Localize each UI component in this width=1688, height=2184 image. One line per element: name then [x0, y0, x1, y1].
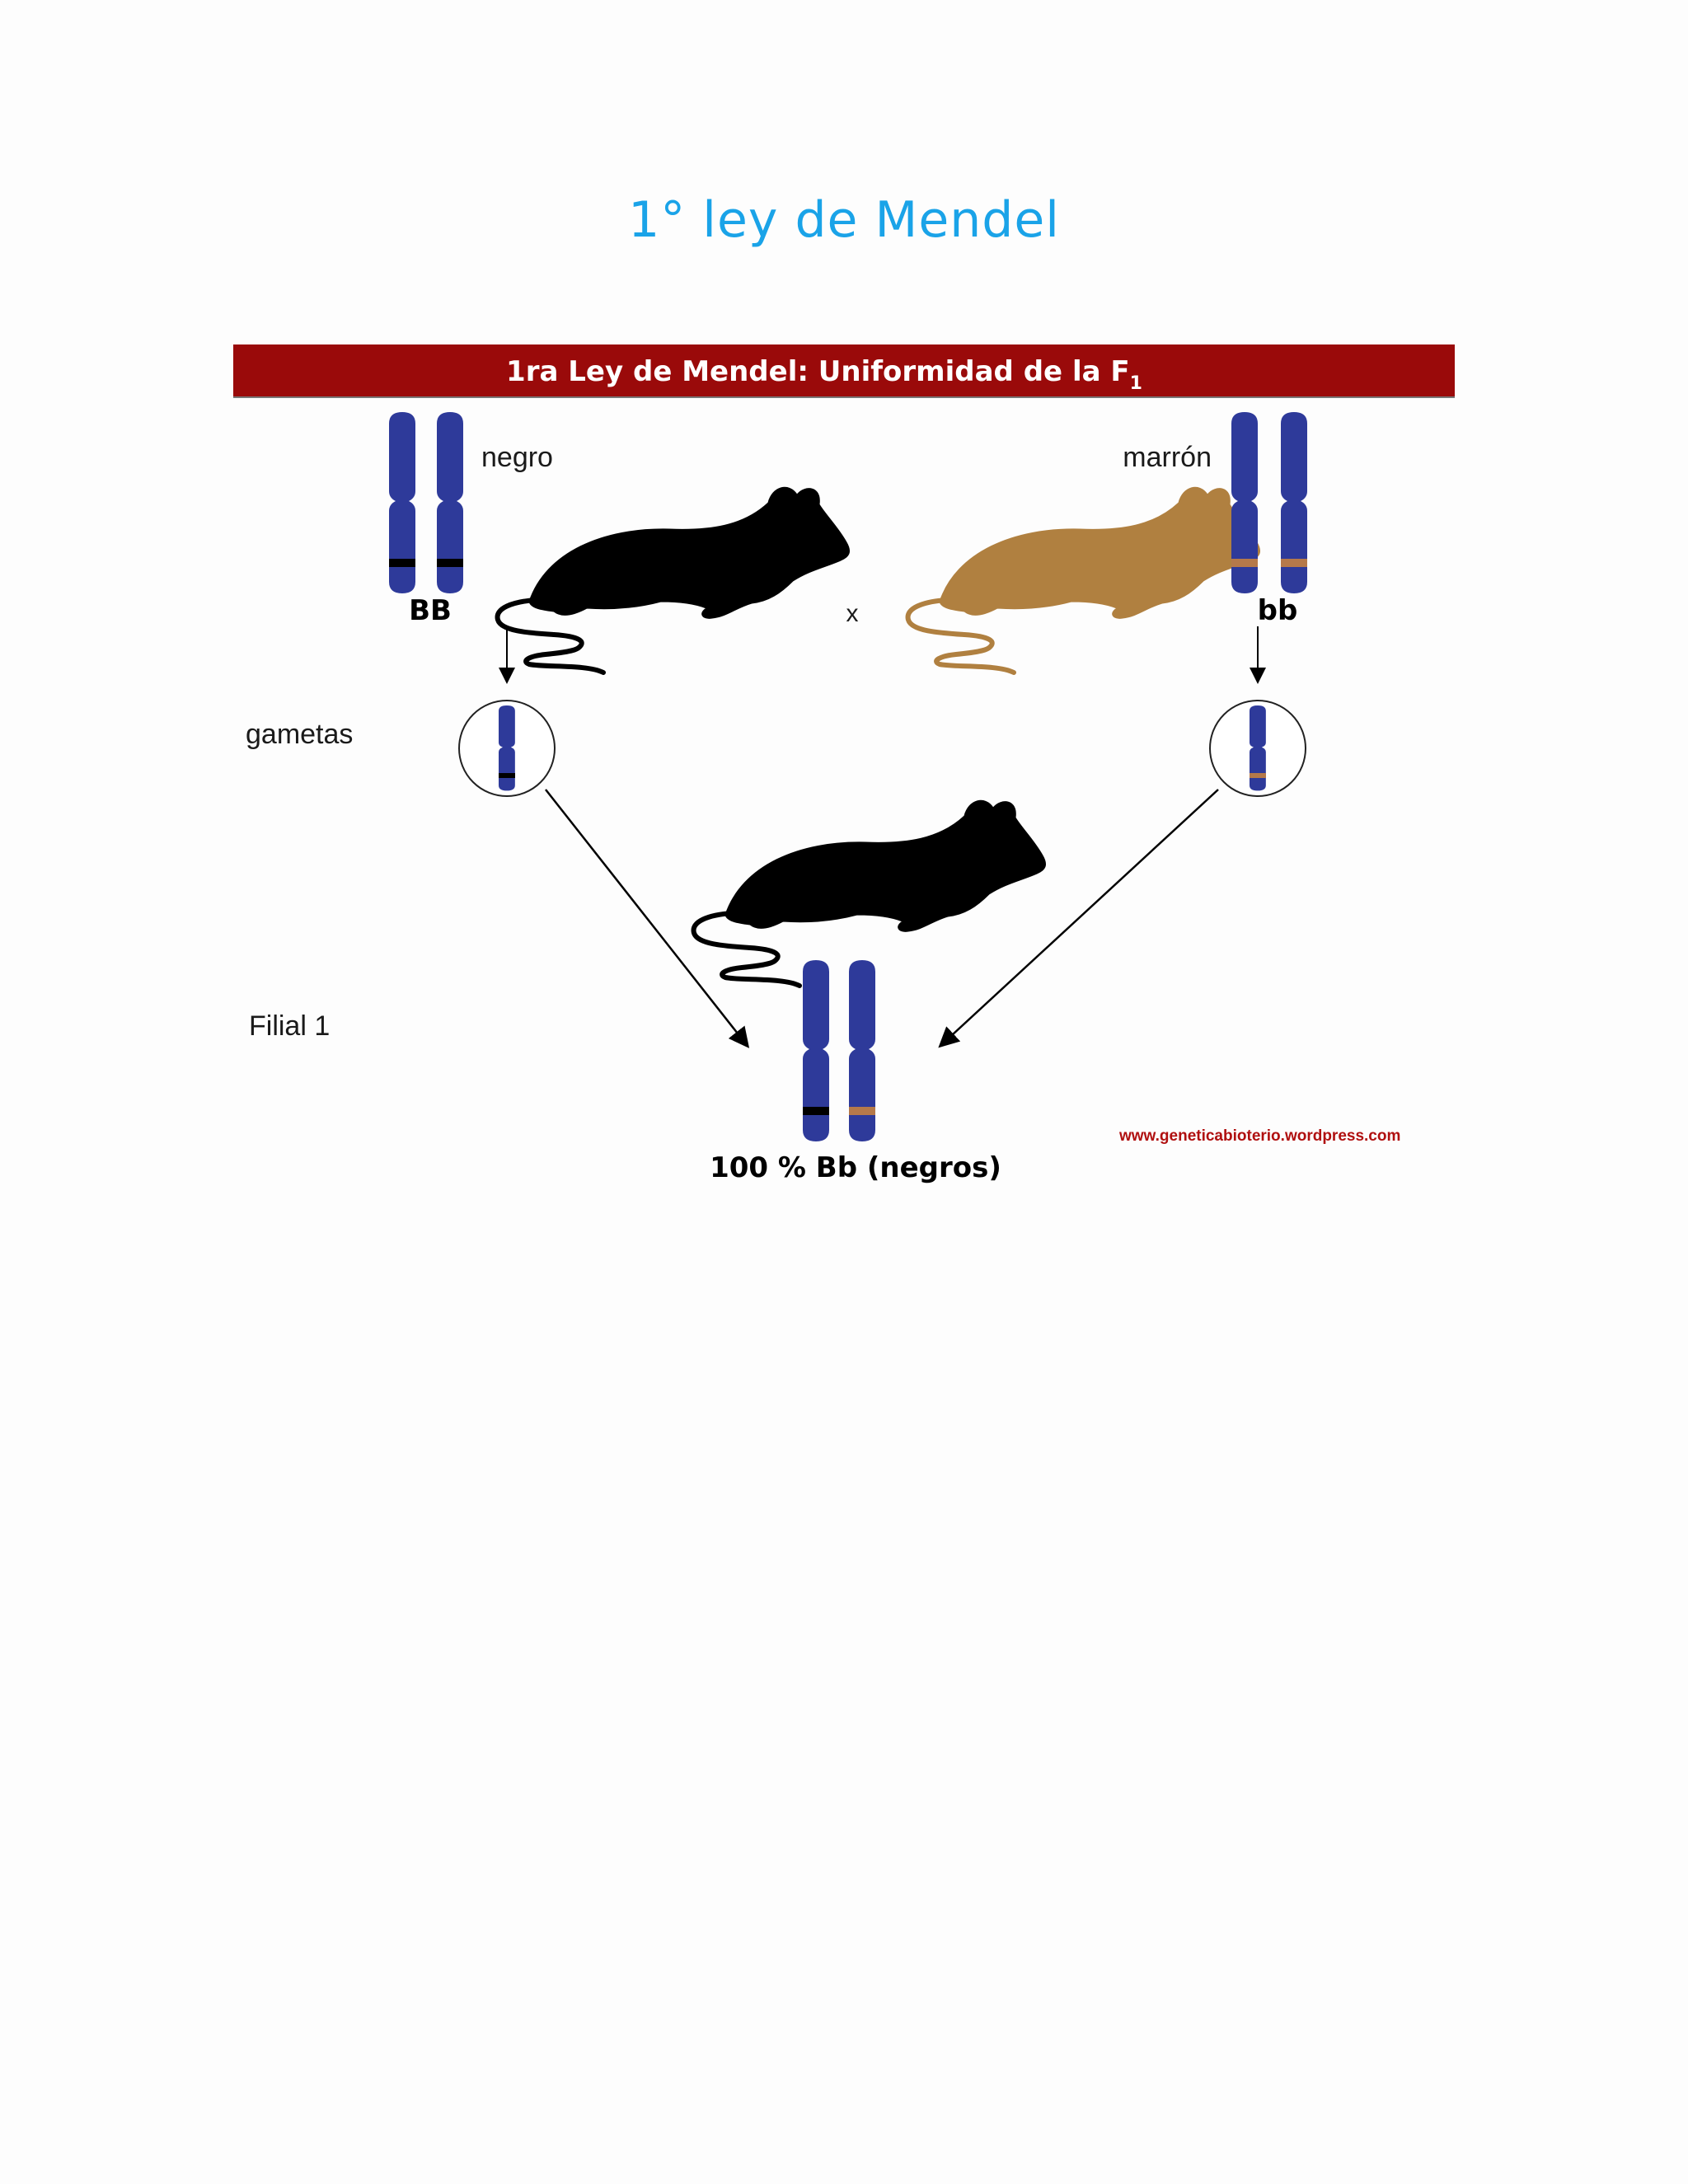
- arrow-left-gamete-to-f1: [545, 789, 750, 1048]
- arrow-right-gamete-to-f1: [938, 789, 1219, 1048]
- brown-mouse-parent: [908, 487, 1260, 673]
- gametes-label: gametas: [246, 719, 353, 750]
- chromosome-pair-f1-heterozygous: [803, 960, 875, 1141]
- phenotype-label-right: marrón: [1123, 442, 1212, 473]
- filial-label: Filial 1: [249, 1010, 330, 1042]
- chromosome-pair-bb-recessive: [1231, 412, 1307, 593]
- banner-title: 1ra Ley de Mendel: Uniformidad de la F1: [506, 355, 1142, 394]
- cross-symbol: x: [846, 600, 859, 627]
- gamete-left: [458, 700, 556, 797]
- result-label: 100 % Bb (negros): [710, 1151, 1001, 1184]
- page-title: 1° ley de Mendel: [628, 191, 1060, 249]
- banner: [233, 344, 1455, 397]
- chromosome-pair-bb-dominant: [389, 412, 463, 593]
- gamete-right: [1209, 700, 1306, 797]
- source-url: www.geneticabioterio.wordpress.com: [1118, 1127, 1400, 1145]
- genotype-label-right: bb: [1258, 594, 1298, 627]
- black-mouse-offspring: [694, 800, 1046, 986]
- black-mouse-parent: [498, 487, 850, 673]
- phenotype-label-left: negro: [481, 442, 553, 473]
- genotype-label-left: BB: [409, 594, 452, 627]
